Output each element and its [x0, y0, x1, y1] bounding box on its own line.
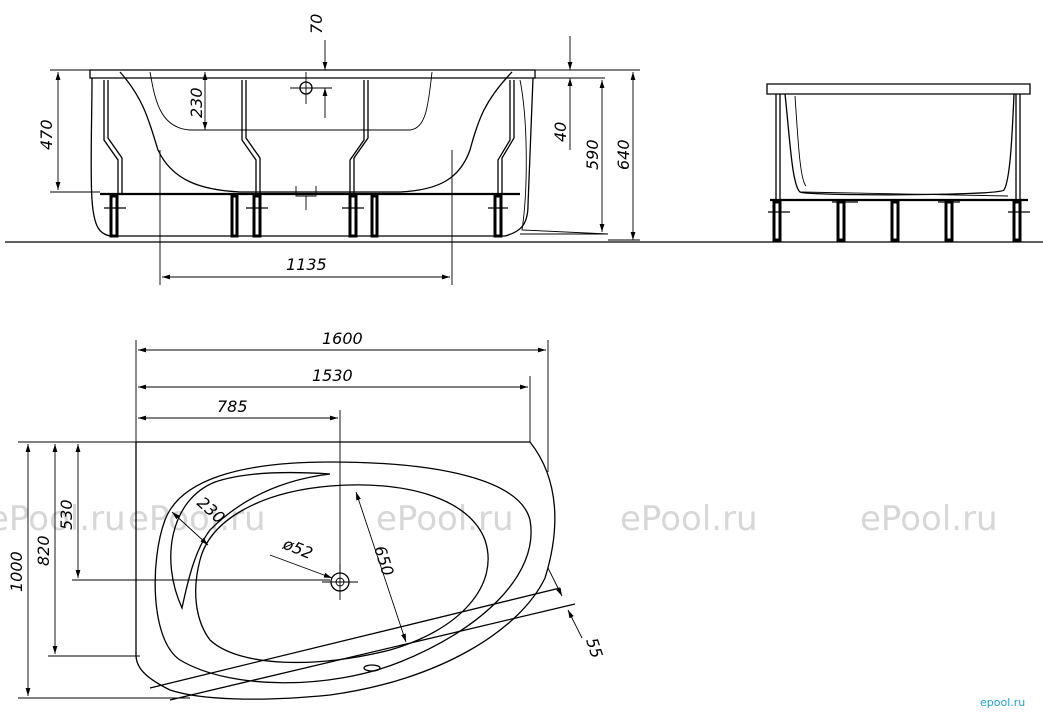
dim-650: 650 [370, 543, 398, 578]
watermark-text: ePool.ru [860, 499, 998, 539]
dim-1000: 1000 [7, 551, 26, 592]
dim-70: 70 [307, 14, 326, 34]
brand-logo: epool.ru [980, 696, 1025, 709]
dim-820: 820 [34, 535, 53, 566]
side-view-dimensions: 70 230 470 40 590 640 1135 [37, 14, 640, 285]
dim-1600: 1600 [322, 329, 363, 348]
dim-230-depth: 230 [187, 87, 206, 118]
dim-drain-diameter: ø52 [280, 534, 316, 563]
dim-785: 785 [217, 397, 248, 416]
dim-470: 470 [37, 119, 56, 150]
watermark-text: ePool.ru [0, 499, 126, 539]
watermark-row: ePool.ru ePool.ru ePool.ru ePool.ru ePoo… [0, 499, 998, 539]
dim-590: 590 [583, 139, 602, 170]
dim-40: 40 [551, 122, 570, 142]
dim-640: 640 [614, 139, 633, 170]
dim-530: 530 [57, 499, 76, 530]
watermark-text: ePool.ru [620, 499, 758, 539]
dim-1530: 1530 [312, 366, 353, 385]
dim-55: 55 [582, 635, 606, 660]
dim-1135: 1135 [286, 255, 327, 274]
plan-view [135, 441, 576, 701]
side-view-end [766, 83, 1031, 242]
watermark-text: ePool.ru [376, 499, 514, 539]
side-view-front [89, 69, 609, 238]
